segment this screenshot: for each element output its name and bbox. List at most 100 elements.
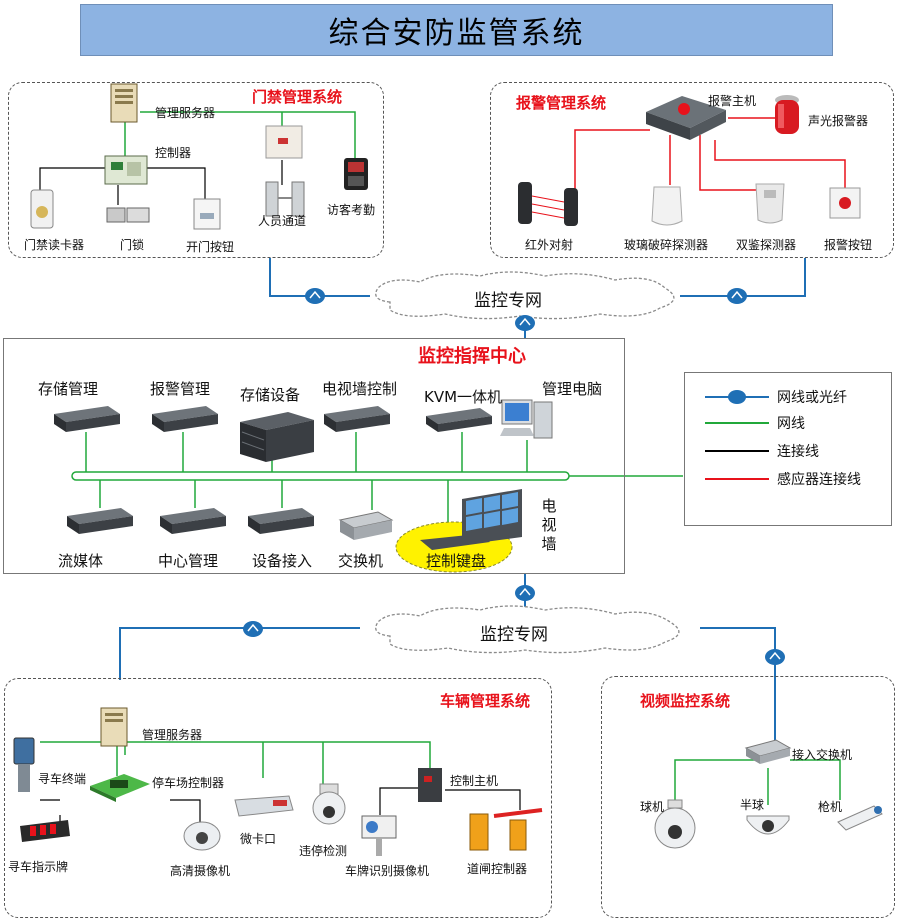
access-switch-label: 接入交换机 xyxy=(792,748,853,762)
control-host-icon xyxy=(418,768,442,802)
switch-label: 交换机 xyxy=(338,552,384,570)
network-node-icon xyxy=(765,649,785,665)
alarm-button-label: 报警按钮 xyxy=(824,238,873,252)
violation-detect-label: 违停检测 xyxy=(299,844,348,858)
legend: 网线或光纤 网线 连接线 感应器连接线 xyxy=(684,372,892,526)
storage-mgmt-label: 存储管理 xyxy=(38,380,99,398)
switch-icon xyxy=(338,511,394,540)
infrared-icon xyxy=(518,182,578,226)
legend-label: 网线 xyxy=(777,416,805,432)
vehicle-panel xyxy=(4,678,552,918)
glass-break-label: 玻璃破碎探测器 xyxy=(624,238,709,252)
network-node-icon xyxy=(243,621,263,637)
legend-item-fiber: 网线或光纤 xyxy=(685,385,893,409)
page-title: 综合安防监管系统 xyxy=(80,4,833,56)
legend-item-network: 网线 xyxy=(685,411,893,435)
kvm-label: KVM一体机 xyxy=(424,388,503,406)
mgmt-pc-label: 管理电脑 xyxy=(542,380,603,398)
tv-wall-label: 电视墙 xyxy=(541,497,557,553)
network-cloud-upper xyxy=(375,271,675,320)
plate-camera-label: 车牌识别摄像机 xyxy=(345,864,430,878)
door-lock-icon xyxy=(106,207,150,223)
legend-label: 连接线 xyxy=(777,444,819,460)
legend-item-connection: 连接线 xyxy=(685,439,893,463)
tv-wall-icon xyxy=(462,489,522,545)
dome-camera-icon xyxy=(654,799,696,849)
alarm-button-icon xyxy=(829,187,861,219)
server-label: 管理服务器 xyxy=(155,106,216,120)
kvm-icon xyxy=(426,408,492,432)
barrier-controller-label: 道闸控制器 xyxy=(467,862,528,876)
glass-break-icon xyxy=(651,186,683,226)
vehicle-system-title: 车辆管理系统 xyxy=(440,692,531,710)
mgmt-pc-icon xyxy=(500,399,553,439)
alarm-host-icon xyxy=(646,96,726,140)
device-access-server-icon xyxy=(248,508,314,534)
tv-wall-ctrl-server-icon xyxy=(324,406,390,432)
center-mgmt-server-icon xyxy=(160,508,226,534)
network-node-icon xyxy=(305,288,325,304)
access-control-panel xyxy=(8,82,384,258)
streaming-label: 流媒体 xyxy=(58,552,104,570)
half-dome-label: 半球 xyxy=(740,798,765,812)
search-terminal-icon xyxy=(13,737,35,792)
video-panel xyxy=(601,676,895,918)
network-node-icon xyxy=(727,288,747,304)
violation-camera-icon xyxy=(312,783,346,825)
server-icon xyxy=(110,83,138,123)
hd-camera-label: 高清摄像机 xyxy=(170,864,231,878)
alarm-mgmt-label: 报警管理 xyxy=(150,380,211,398)
legend-item-sensor: 感应器连接线 xyxy=(685,467,893,491)
checkpoint-label: 微卡口 xyxy=(240,832,277,846)
parking-controller-label: 停车场控制器 xyxy=(152,776,225,790)
command-center-panel xyxy=(3,338,625,574)
network-cloud-lower-label: 监控专网 xyxy=(480,625,548,645)
alarm-host-label: 报警主机 xyxy=(708,94,757,108)
device-access-label: 设备接入 xyxy=(252,552,313,570)
barrier-gate-icon xyxy=(469,808,543,851)
vehicle-server-icon xyxy=(100,707,128,747)
control-keyboard-label: 控制键盘 xyxy=(426,552,487,570)
search-terminal-label: 寻车终端 xyxy=(38,772,87,786)
infrared-label: 红外对射 xyxy=(525,238,574,252)
card-reader-label: 门禁读卡器 xyxy=(24,238,85,252)
personnel-gate-icon xyxy=(265,181,305,217)
network-node-icon xyxy=(515,315,535,331)
tv-wall-ctrl-label: 电视墙控制 xyxy=(322,380,398,398)
door-button-label: 开门按钮 xyxy=(186,240,235,254)
network-cloud-lower xyxy=(375,605,680,654)
siren-label: 声光报警器 xyxy=(808,114,869,128)
alarm-mgmt-server-icon xyxy=(152,406,218,432)
hd-camera-icon xyxy=(183,821,221,851)
search-sign-icon xyxy=(20,820,70,842)
visitor-terminal-icon xyxy=(344,158,368,190)
video-system-title: 视频监控系统 xyxy=(640,692,731,710)
bullet-camera-icon xyxy=(837,805,883,831)
dual-detector-icon xyxy=(755,183,785,224)
checkpoint-camera-icon xyxy=(234,795,294,817)
door-lock-label: 门锁 xyxy=(120,238,145,252)
siren-icon xyxy=(775,95,799,134)
command-center-title: 监控指挥中心 xyxy=(418,346,526,367)
plate-camera-icon xyxy=(361,815,397,856)
parking-controller-icon xyxy=(90,774,150,802)
access-switch-icon xyxy=(744,739,792,764)
center-mgmt-label: 中心管理 xyxy=(158,552,219,570)
alarm-system-title: 报警管理系统 xyxy=(516,94,607,112)
access-system-title: 门禁管理系统 xyxy=(252,88,343,106)
network-node-icon xyxy=(515,585,535,601)
gate-controller-icon xyxy=(265,125,303,159)
personnel-gate-label: 人员通道 xyxy=(258,214,307,228)
half-dome-camera-icon xyxy=(746,815,790,835)
storage-device-label: 存储设备 xyxy=(240,386,301,404)
streaming-server-icon xyxy=(67,508,133,534)
door-button-icon xyxy=(193,198,221,230)
legend-label: 网线或光纤 xyxy=(777,390,847,406)
controller-icon xyxy=(104,155,148,185)
bullet-label: 枪机 xyxy=(818,800,843,814)
legend-label: 感应器连接线 xyxy=(777,472,861,488)
dome-label: 球机 xyxy=(640,800,665,814)
visitor-attendance-label: 访客考勤 xyxy=(327,203,376,217)
control-host-label: 控制主机 xyxy=(450,774,499,788)
